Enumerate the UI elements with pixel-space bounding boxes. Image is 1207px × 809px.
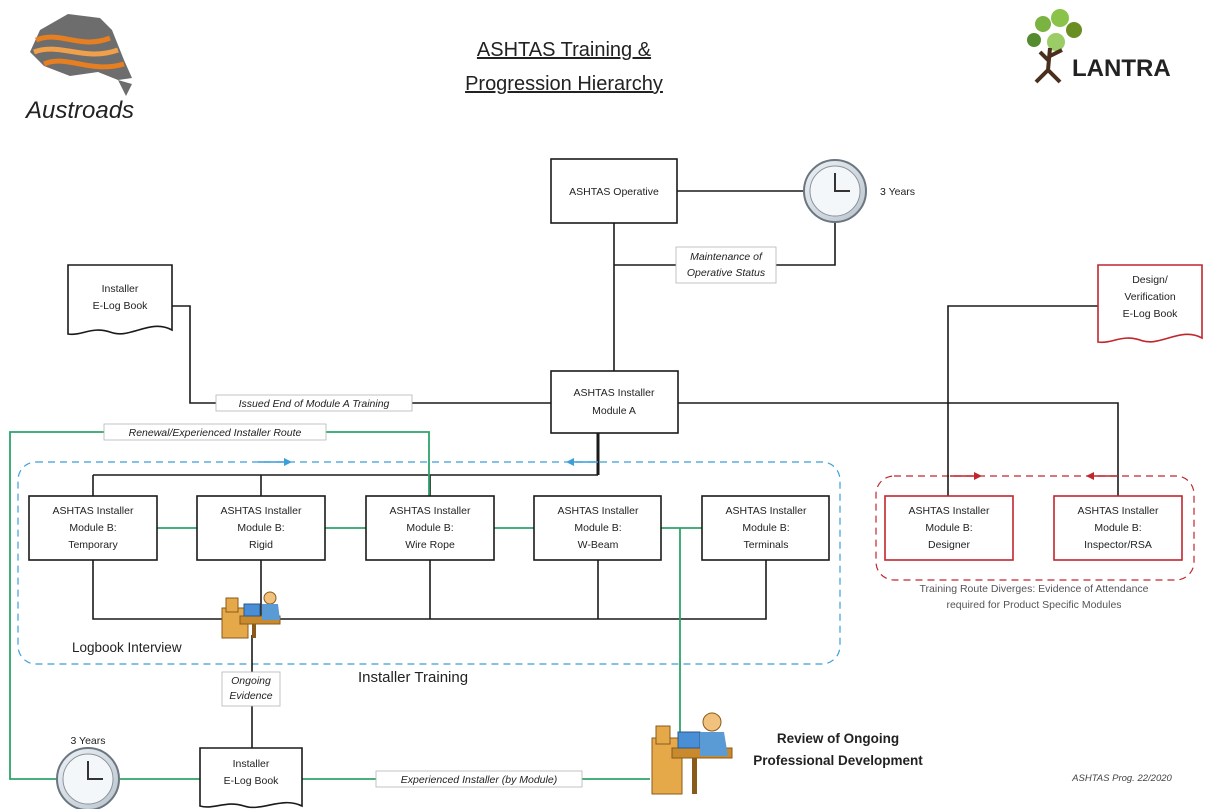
edge-labels: 3 Years 3 Years Maintenance of Operative … [70,186,1173,788]
designer-label-3: Designer [928,539,971,551]
inspector-label-1: ASHTAS Installer [1078,505,1159,517]
elog-design-label-1: Design/ [1132,274,1168,286]
svg-text:Training Route Diverges: Evide: Training Route Diverges: Evidence of Att… [920,583,1149,611]
inspector-box [1053,495,1183,561]
module-a-to-inspector [678,402,1119,496]
temporary-box [28,495,158,561]
clock-bottom-icon [56,747,120,809]
ongoing-evidence-label-1: Ongoing [231,675,271,687]
experienced-label: Experienced Installer (by Module) [401,774,557,786]
module-a-label-2: Module A [592,405,636,417]
operative-box [550,158,678,224]
austroads-emblem [30,14,132,96]
wire-rope-label-1: ASHTAS Installer [390,505,471,517]
rigid-label-3: Rigid [249,539,273,551]
elog-top-label-2: E-Log Book [93,300,149,312]
elog-to-module-a [172,305,551,404]
rigid-label-2: Module B: [237,522,284,534]
clock-top-icon [803,159,867,223]
wire-rope-box [365,495,495,561]
wire-rope-label-2: Module B: [406,522,453,534]
w-beam-label-3: W-Beam [578,539,619,551]
module-a-box [550,370,679,434]
renewal-route [9,431,430,780]
design-elog-to-designer [947,305,1098,496]
maintenance-label-2: Operative Status [687,267,766,279]
w-beam-label-1: ASHTAS Installer [558,505,639,517]
logbook-interview-person-icon [221,591,281,639]
node-boxes [28,158,830,561]
temporary-label-2: Module B: [69,522,116,534]
svg-text:ASHTAS Operative: ASHTAS Operative [569,186,659,198]
elog-design-document-icon [1097,264,1203,344]
maintenance-label-1: Maintenance of [690,251,763,263]
elog-design-label-2: Verification [1124,291,1176,303]
inspector-label-2: Module B: [1094,522,1141,534]
inspector-label-3: Inspector/RSA [1084,539,1152,551]
rigid-label-1: ASHTAS Installer [221,505,302,517]
red-node-boxes [884,495,1183,561]
lantra-logo: LANTRA [1027,9,1171,84]
operative-label: ASHTAS Operative [569,186,659,198]
temporary-label-3: Temporary [68,539,118,551]
reference-code: ASHTAS Prog. 22/2020 [1071,773,1172,784]
three-years-top-label: 3 Years [880,186,915,198]
elog-bottom-label-2: E-Log Book [224,775,280,787]
designer-route-region [875,475,1195,581]
lantra-wordmark: LANTRA [1072,55,1171,82]
elog-top-label-1: Installer [102,283,139,295]
terminals-label-2: Module B: [742,522,789,534]
logbook-interview-heading: Logbook Interview [72,640,182,655]
elog-design-label-3: E-Log Book [1123,308,1179,320]
austroads-wordmark: Austroads [24,97,134,124]
rigid-box [196,495,326,561]
elog-bottom-document-icon [199,747,303,809]
w-beam-label-2: Module B: [574,522,621,534]
review-person-icon [651,712,733,795]
elog-bottom-label-1: Installer [233,758,270,770]
designer-label-1: ASHTAS Installer [909,505,990,517]
designer-label-2: Module B: [925,522,972,534]
diverges-label-2: required for Product Specific Modules [946,599,1121,611]
terminals-label-3: Terminals [744,539,789,551]
diverges-label-1: Training Route Diverges: Evidence of Att… [920,583,1149,595]
installer-training-heading: Installer Training [358,669,468,686]
title-line-2: Progression Hierarchy [465,73,663,95]
title-line-1: ASHTAS Training & [477,39,652,61]
renewal-label: Renewal/Experienced Installer Route [129,427,302,439]
three-years-bottom-label: 3 Years [70,735,105,747]
module-a-label-1: ASHTAS Installer [574,387,655,399]
w-beam-box [533,495,662,561]
issued-label: Issued End of Module A Training [239,398,390,410]
temporary-label-1: ASHTAS Installer [53,505,134,517]
black-connectors [92,190,1119,748]
terminals-label-1: ASHTAS Installer [726,505,807,517]
designer-box [884,495,1014,561]
elog-top-document-icon [67,264,173,336]
austroads-logo: Austroads [24,14,134,124]
ongoing-evidence-label-2: Evidence [229,690,272,702]
wire-rope-label-3: Wire Rope [405,539,455,551]
terminals-box [701,495,830,561]
